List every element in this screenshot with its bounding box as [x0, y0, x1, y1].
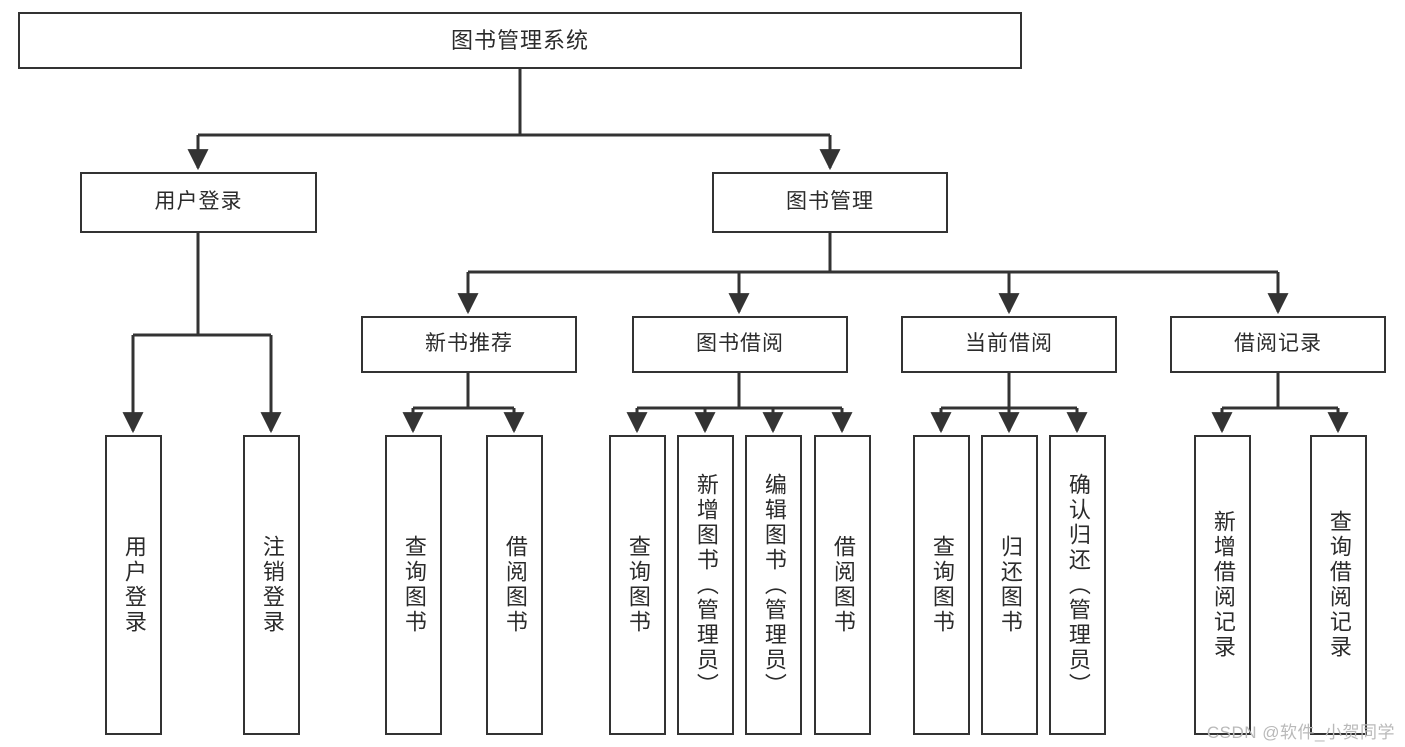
node-book-borrow[interactable]: 图书借阅	[632, 316, 848, 373]
node-user-login[interactable]: 用户登录	[80, 172, 317, 233]
leaf-borrow-book-recommend[interactable]: 借阅图书	[486, 435, 543, 735]
leaf-confirm-return-admin[interactable]: 确认归还（管理员）	[1049, 435, 1106, 735]
leaf-return-book[interactable]: 归还图书	[981, 435, 1038, 735]
leaf-logout[interactable]: 注销登录	[243, 435, 300, 735]
node-new-book-recommend[interactable]: 新书推荐	[361, 316, 577, 373]
leaf-query-borrow-record[interactable]: 查询借阅记录	[1310, 435, 1367, 735]
node-book-management-label: 图书管理	[786, 190, 874, 214]
leaf-query-borrow-record-label: 查询借阅记录	[1326, 510, 1352, 660]
leaf-user-login[interactable]: 用户登录	[105, 435, 162, 735]
leaf-borrow-book-recommend-label: 借阅图书	[502, 535, 528, 635]
leaf-edit-book-admin-label: 编辑图书（管理员）	[761, 472, 787, 698]
leaf-edit-book-admin[interactable]: 编辑图书（管理员）	[745, 435, 802, 735]
leaf-query-book-current[interactable]: 查询图书	[913, 435, 970, 735]
leaf-logout-label: 注销登录	[259, 535, 285, 635]
leaf-add-borrow-record[interactable]: 新增借阅记录	[1194, 435, 1251, 735]
leaf-borrow-book-label: 借阅图书	[830, 535, 856, 635]
node-book-management[interactable]: 图书管理	[712, 172, 948, 233]
leaf-query-book-borrow-label: 查询图书	[625, 535, 651, 635]
leaf-query-book-recommend[interactable]: 查询图书	[385, 435, 442, 735]
node-root[interactable]: 图书管理系统	[18, 12, 1022, 69]
leaf-add-book-admin[interactable]: 新增图书（管理员）	[677, 435, 734, 735]
leaf-return-book-label: 归还图书	[997, 535, 1023, 635]
leaf-add-borrow-record-label: 新增借阅记录	[1210, 510, 1236, 660]
leaf-user-login-label: 用户登录	[121, 535, 147, 635]
node-borrow-records-label: 借阅记录	[1234, 332, 1322, 356]
leaf-query-book-current-label: 查询图书	[929, 535, 955, 635]
node-current-borrow[interactable]: 当前借阅	[901, 316, 1117, 373]
leaf-query-book-borrow[interactable]: 查询图书	[609, 435, 666, 735]
node-user-login-label: 用户登录	[154, 190, 243, 214]
leaf-add-book-admin-label: 新增图书（管理员）	[693, 472, 719, 698]
node-new-book-recommend-label: 新书推荐	[425, 332, 513, 356]
node-root-label: 图书管理系统	[450, 27, 589, 53]
node-current-borrow-label: 当前借阅	[965, 332, 1053, 356]
node-borrow-records[interactable]: 借阅记录	[1170, 316, 1386, 373]
leaf-confirm-return-admin-label: 确认归还（管理员）	[1065, 472, 1091, 698]
leaf-query-book-recommend-label: 查询图书	[401, 535, 427, 635]
leaf-borrow-book[interactable]: 借阅图书	[814, 435, 871, 735]
node-book-borrow-label: 图书借阅	[696, 332, 784, 356]
